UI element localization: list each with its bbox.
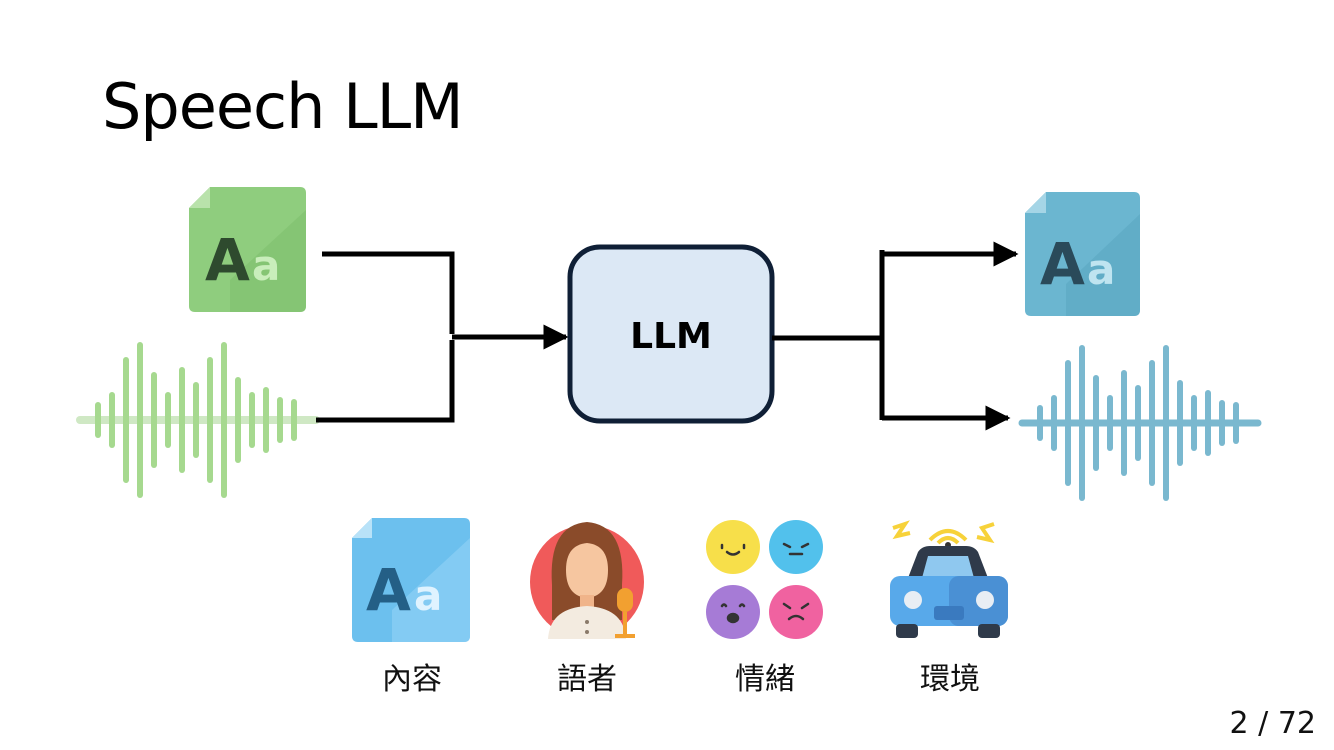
- category-label-environment: 環境: [920, 662, 980, 697]
- llm-box: LLM: [567, 244, 775, 424]
- input-text-document-icon: A a: [189, 187, 306, 312]
- slide-title: Speech LLM: [102, 70, 464, 143]
- svg-text:A: A: [205, 226, 250, 294]
- llm-box-label: LLM: [630, 316, 712, 357]
- svg-text:a: a: [414, 571, 442, 620]
- output-text-document-icon: A a: [1025, 192, 1140, 316]
- content-text-document-icon: A a: [352, 518, 470, 642]
- speaker-person-icon: [530, 522, 644, 639]
- category-label-speaker: 語者: [557, 662, 617, 697]
- svg-text:A: A: [366, 556, 411, 624]
- svg-text:A: A: [1040, 230, 1085, 298]
- svg-text:a: a: [252, 241, 280, 290]
- category-label-emotion: 情緒: [735, 662, 795, 697]
- emotion-faces-icon: [706, 520, 823, 639]
- input-connectors: [316, 251, 569, 423]
- car-environment-icon: [890, 520, 1008, 638]
- page-number: 2 / 72: [1229, 706, 1316, 741]
- svg-text:a: a: [1087, 245, 1115, 294]
- output-waveform-icon: [1018, 345, 1262, 501]
- output-connectors: [772, 241, 1019, 431]
- input-waveform-icon: [76, 342, 320, 498]
- category-label-content: 內容: [382, 662, 442, 697]
